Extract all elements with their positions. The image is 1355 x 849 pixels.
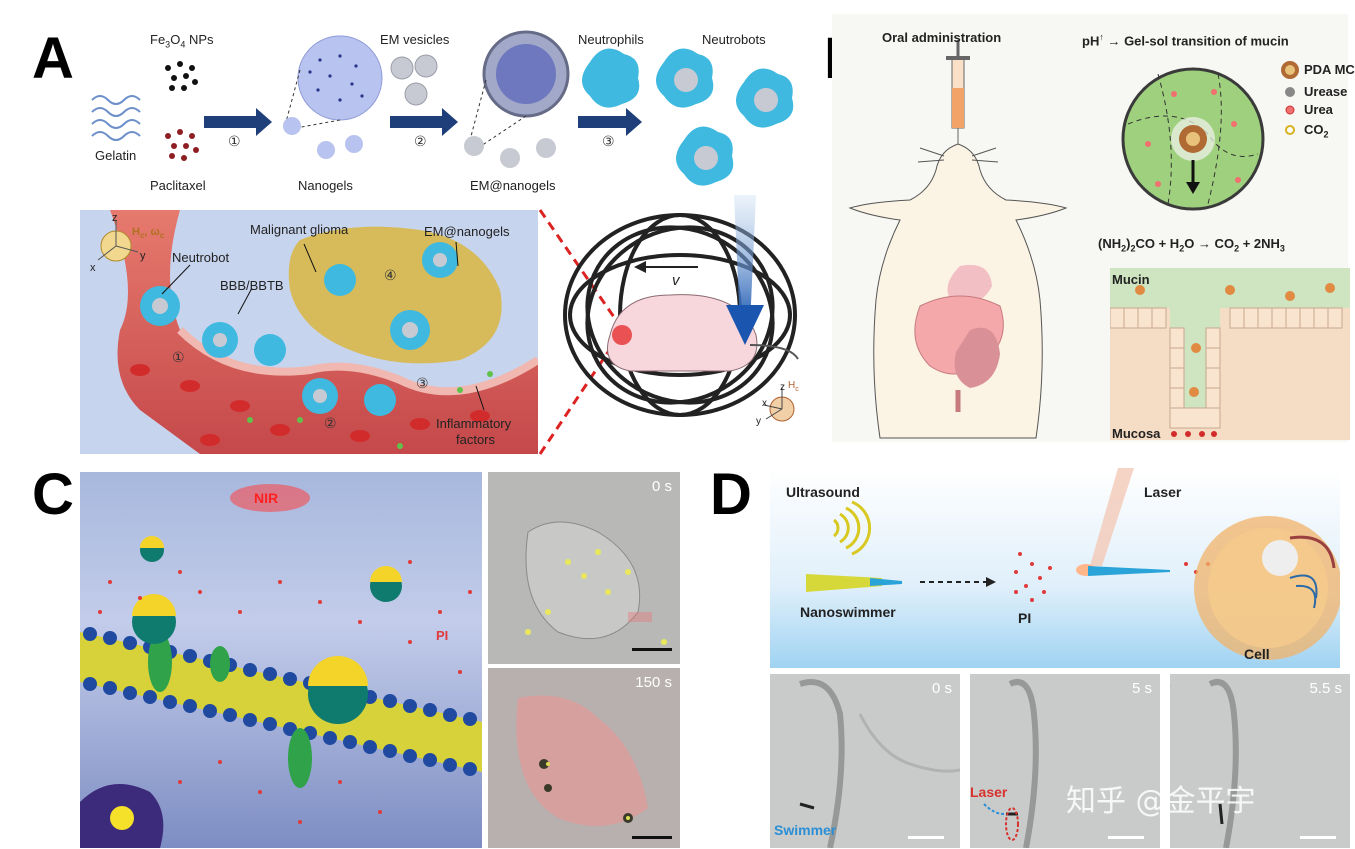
panel-b: B Oral administration pH↑ → Gel-sol tran… xyxy=(820,0,1355,460)
membrane-scene xyxy=(80,472,482,848)
mucin-zoom-circle xyxy=(1118,64,1268,214)
fluorescence-image-0s: 0 s xyxy=(488,472,680,664)
panel-letter-c: C xyxy=(32,466,74,524)
step-number-3: ③ xyxy=(602,134,615,150)
panel-a: A xyxy=(0,0,820,460)
axis-z-label: z xyxy=(112,212,118,224)
nir-label: NIR xyxy=(254,490,278,506)
panel-b-legend-icons xyxy=(1278,58,1302,148)
timestamp-d-5-5s: 5.5 s xyxy=(1309,680,1342,697)
em-nanogels-lower-label: EM@nanogels xyxy=(424,224,509,239)
scale-bar xyxy=(1300,836,1336,839)
subpanel-d-label: D xyxy=(1170,678,1171,695)
panel-c: C xyxy=(0,462,690,849)
legend-urea: Urea xyxy=(1304,102,1333,117)
legend-co2: CO2 xyxy=(1304,122,1329,140)
nanoswimmer-schematic: Ultrasound Laser Nanoswimmer PI Cell xyxy=(770,468,1340,668)
timestamp-d-0s: 0 s xyxy=(932,680,952,697)
scale-bar xyxy=(632,836,672,839)
fe3o4-nanoparticles-icon xyxy=(165,61,198,91)
timestamp-150s: 150 s xyxy=(635,674,672,691)
oral-administration-label: Oral administration xyxy=(882,30,1001,45)
axis-x-label: x xyxy=(90,262,96,274)
axis-y-label: y xyxy=(140,250,146,262)
mucin-label: Mucin xyxy=(1112,272,1150,287)
neutrophil-icon xyxy=(582,49,639,108)
neutrobots-icon xyxy=(656,49,793,186)
paclitaxel-label: Paclitaxel xyxy=(150,178,206,193)
em-nanogel-icon xyxy=(464,32,568,168)
nanoswimmer-label: Nanoswimmer xyxy=(800,604,896,620)
scale-bar xyxy=(908,836,944,839)
ph-title: pH↑ → Gel-sol transition of mucin xyxy=(1082,32,1289,48)
neutrobots-label: Neutrobots xyxy=(702,32,766,47)
nanogels-label: Nanogels xyxy=(298,178,353,193)
laser-label-frame: Laser xyxy=(970,784,1007,800)
brightfield-frame-0s: 0 s Swimmer xyxy=(770,674,960,848)
mucosa-illustration xyxy=(1110,268,1350,440)
cell-label: Cell xyxy=(1244,646,1270,662)
cell-cross-section-icon xyxy=(80,784,163,848)
gelatin-icon xyxy=(92,96,140,140)
fe3o4-label: Fe3O4 NPs xyxy=(150,32,214,50)
bbb-label: BBB/BBTB xyxy=(220,278,284,293)
brightfield-frame-5-5s: D 5.5 s xyxy=(1170,674,1350,848)
mucosa-label: Mucosa xyxy=(1112,426,1160,441)
legend-urease: Urease xyxy=(1304,84,1347,99)
velocity-label: v xyxy=(672,272,680,289)
inflammatory-label: Inflammatory xyxy=(436,416,511,431)
stage-number-2: ② xyxy=(324,416,337,432)
panel-d: D xyxy=(690,462,1355,849)
mouse-coil-illustration xyxy=(550,195,820,445)
factors-label: factors xyxy=(456,432,495,447)
step-arrow-1 xyxy=(204,108,272,136)
glioma-illustration: z x y Hc, ωc Malignant glioma EM@nanogel… xyxy=(80,210,538,454)
step-number-2: ② xyxy=(414,134,427,150)
em-vesicles-label: EM vesicles xyxy=(380,32,449,47)
paclitaxel-icon xyxy=(165,129,199,161)
rat-illustration xyxy=(840,40,1070,440)
em-vesicles-icon xyxy=(391,55,437,105)
step-arrow-2 xyxy=(390,108,458,136)
fluorescence-image-150s: 150 s xyxy=(488,668,680,848)
coil-field-label: Hc xyxy=(788,380,799,393)
timestamp-0s: 0 s xyxy=(652,478,672,495)
coil-axis-x-label: x xyxy=(762,398,767,409)
urea-equation: (NH2)2CO + H2O → CO2 + 2NH3 xyxy=(1098,236,1285,254)
subpanel-c-label: C xyxy=(970,678,971,695)
scale-bar xyxy=(1108,836,1144,839)
em-nanogels-label: EM@nanogels xyxy=(470,178,555,193)
scale-bar xyxy=(632,648,672,651)
brightfield-frame-5s: C 5 s Laser xyxy=(970,674,1160,848)
stage-number-3: ③ xyxy=(416,376,429,392)
watermark: 知乎 @金平宇 xyxy=(1066,776,1256,820)
coil-axis-y-label: y xyxy=(756,416,761,427)
pi-label-c: PI xyxy=(436,628,448,643)
ultrasound-icon xyxy=(834,502,870,554)
step-arrow-3 xyxy=(578,108,642,136)
stage-number-4: ④ xyxy=(384,268,397,284)
malignant-glioma-label: Malignant glioma xyxy=(250,222,348,237)
laser-label-top: Laser xyxy=(1144,484,1181,500)
neutrobot-label: Neutrobot xyxy=(172,250,229,265)
panel-letter-d: D xyxy=(710,466,752,524)
membrane-illustration: NIR PI xyxy=(80,472,482,848)
field-h-label: Hc, ωc xyxy=(132,226,164,240)
neutrophils-label: Neutrophils xyxy=(578,32,644,47)
swimmer-label: Swimmer xyxy=(774,822,836,838)
gelatin-label: Gelatin xyxy=(95,148,136,163)
stage-number-1: ① xyxy=(172,350,185,366)
pi-label-d: PI xyxy=(1018,610,1031,626)
step-number-1: ① xyxy=(228,134,241,150)
legend-pda-mc: PDA MC xyxy=(1304,62,1355,77)
coil-axis-z-label: z xyxy=(780,382,785,393)
ultrasound-label: Ultrasound xyxy=(786,484,860,500)
nanogel-icon xyxy=(283,36,382,159)
timestamp-d-5s: 5 s xyxy=(1132,680,1152,697)
